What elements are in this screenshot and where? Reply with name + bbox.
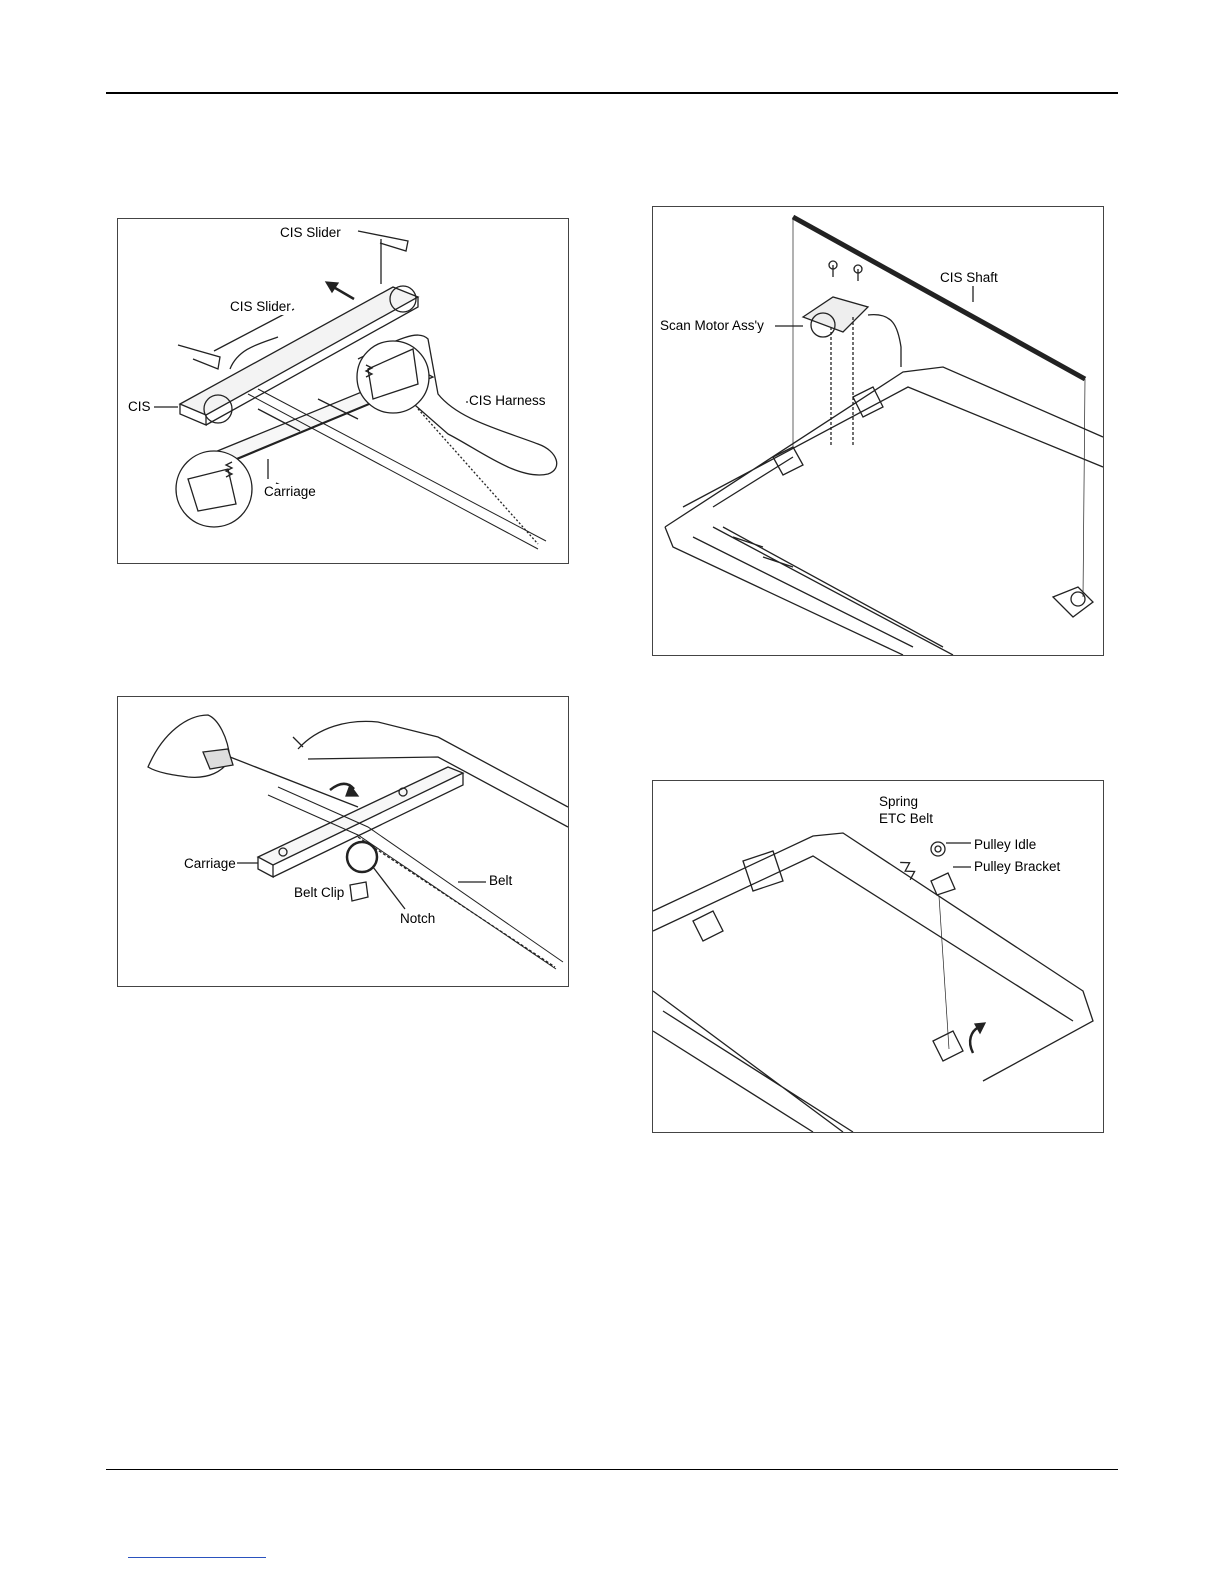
figure-pulley: Spring ETC Belt Pulley Idle Pulley Brack… (652, 780, 1104, 1133)
label-spring-line2: ETC Belt (878, 811, 934, 827)
label-carriage-2: Carriage (183, 856, 237, 872)
figure-cis-shaft-motor: CIS Shaft Scan Motor Ass'y (652, 206, 1104, 656)
header-rule (106, 92, 1118, 94)
label-cis-harness: CIS Harness (468, 393, 547, 409)
carriage-belt-illustration (118, 697, 568, 986)
label-belt: Belt (488, 873, 513, 889)
cis-removal-illustration (118, 219, 568, 563)
footer-link-underline[interactable] (128, 1557, 266, 1558)
pulley-illustration (653, 781, 1103, 1132)
cis-shaft-motor-illustration (653, 207, 1103, 655)
label-notch: Notch (399, 911, 436, 927)
figure-carriage-belt: Carriage Belt Clip Notch Belt (117, 696, 569, 987)
label-belt-clip: Belt Clip (293, 885, 345, 901)
label-cis: CIS (127, 399, 152, 415)
label-pulley-idle: Pulley Idle (973, 837, 1037, 853)
label-carriage: Carriage (263, 484, 317, 500)
label-pulley-bracket: Pulley Bracket (973, 859, 1061, 875)
label-spring-line1: Spring (878, 794, 919, 810)
label-cis-shaft: CIS Shaft (939, 270, 999, 286)
label-cis-slider-top: CIS Slider (279, 225, 342, 241)
footer-rule (106, 1469, 1118, 1470)
label-cis-slider-left: CIS Slider (229, 299, 292, 315)
figure-cis-removal: CIS Slider CIS Slider CIS CIS Harness Ca… (117, 218, 569, 564)
label-scan-motor: Scan Motor Ass'y (659, 318, 765, 334)
